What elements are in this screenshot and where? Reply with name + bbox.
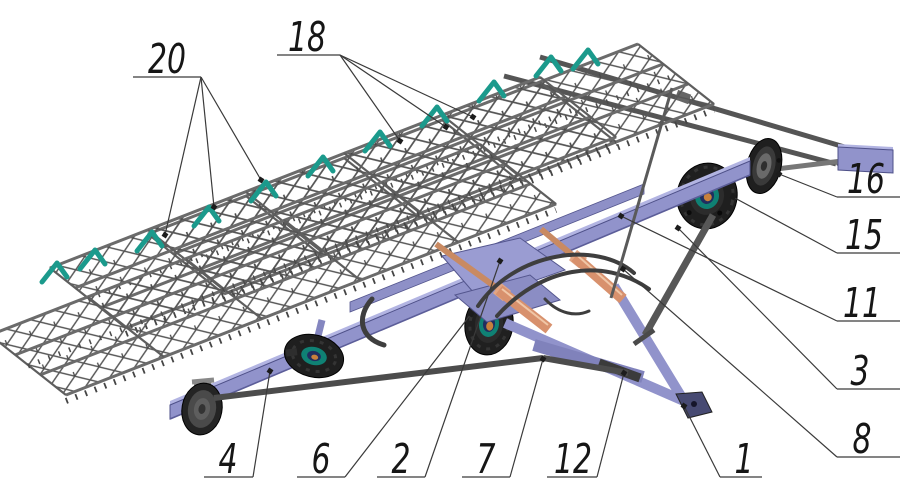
callout-20: 20 xyxy=(133,35,265,239)
callout-leader-line xyxy=(683,405,721,478)
callout-target-marker xyxy=(396,137,404,145)
callout-target-marker xyxy=(257,176,265,184)
callout-target-marker xyxy=(469,113,477,121)
callout-leader-line xyxy=(509,358,544,478)
callout-target-marker xyxy=(617,212,625,220)
callout-11: 11 xyxy=(617,212,900,327)
callout-label-8: 8 xyxy=(853,415,872,463)
callout-target-marker xyxy=(442,123,450,131)
callout-7: 7 xyxy=(462,355,547,483)
callout-leader-line xyxy=(200,76,215,208)
hydraulic-hoses xyxy=(360,252,651,348)
callout-3: 3 xyxy=(674,224,900,395)
wheel-strut-and-mast xyxy=(609,87,717,347)
section-hooks-teal xyxy=(39,47,601,285)
callout-target-marker xyxy=(210,203,218,211)
callout-label-11: 11 xyxy=(843,279,881,327)
callout-18: 18 xyxy=(277,13,477,145)
drawbar-arm-right xyxy=(609,283,689,404)
callout-leader-line xyxy=(200,76,262,181)
callout-15: 15 xyxy=(729,193,900,259)
callout-label-12: 12 xyxy=(554,435,592,483)
callout-label-3: 3 xyxy=(851,347,870,395)
callout-label-1: 1 xyxy=(735,435,754,483)
callout-label-15: 15 xyxy=(845,211,883,259)
callout-target-marker xyxy=(266,367,274,375)
callout-target-marker xyxy=(539,355,547,363)
callout-label-16: 16 xyxy=(847,155,885,203)
callout-leader-line xyxy=(622,268,838,458)
callout-16: 16 xyxy=(775,155,900,203)
callout-target-marker xyxy=(620,369,628,377)
callouts: 20 18 16 15 11 3 8 4 6 2 7 12 1 xyxy=(133,13,900,483)
callout-label-7: 7 xyxy=(477,435,496,483)
callout-leader-line xyxy=(424,260,501,478)
callout-label-18: 18 xyxy=(288,13,326,61)
callout-target-marker xyxy=(729,193,737,201)
callout-1: 1 xyxy=(680,402,762,483)
callout-leader-line xyxy=(596,372,625,478)
harrow-band-front xyxy=(0,142,558,404)
callout-label-2: 2 xyxy=(392,435,411,483)
callout-leader-line xyxy=(339,54,401,142)
callout-target-marker xyxy=(467,310,475,318)
callout-2: 2 xyxy=(377,257,504,483)
callout-target-marker xyxy=(496,257,504,265)
callout-leader-line xyxy=(344,313,472,478)
callout-label-4: 4 xyxy=(219,435,238,483)
callout-leader-line xyxy=(252,370,271,478)
callout-6: 6 xyxy=(297,310,475,483)
callout-4: 4 xyxy=(204,367,274,483)
callout-target-marker xyxy=(619,265,627,273)
callout-target-marker xyxy=(161,231,169,239)
callout-label-6: 6 xyxy=(312,435,331,483)
callout-8: 8 xyxy=(619,265,900,463)
callout-target-marker xyxy=(775,170,783,178)
callout-leader-line xyxy=(164,76,202,236)
callout-leader-line xyxy=(677,227,838,390)
callout-leader-line xyxy=(620,215,838,322)
callout-12: 12 xyxy=(547,369,628,483)
callout-leader-line xyxy=(732,196,838,254)
callout-target-marker xyxy=(680,402,688,410)
callout-leader-line xyxy=(339,54,447,128)
callout-label-20: 20 xyxy=(148,35,186,83)
callout-leader-line xyxy=(339,54,474,118)
transport-beam xyxy=(213,348,629,401)
caster-wheel-left xyxy=(181,377,223,436)
callout-leader-line xyxy=(778,173,838,198)
callout-target-marker xyxy=(674,224,682,232)
support-wheel-left xyxy=(283,319,345,379)
